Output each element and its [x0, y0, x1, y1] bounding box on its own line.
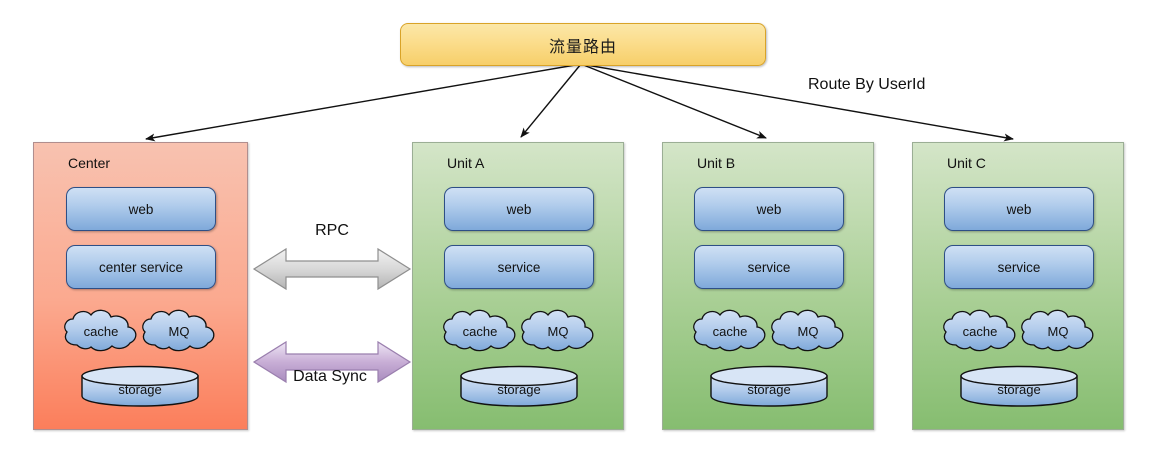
node-mq-label: MQ [168, 323, 190, 339]
cloud-icon [693, 309, 766, 352]
node-service[interactable]: service [694, 245, 844, 289]
region-title: Center [68, 155, 111, 171]
cloud-icon [142, 309, 215, 352]
node-cache-cloud[interactable]: cache [689, 306, 771, 356]
database-cylinder-icon [710, 365, 828, 407]
traffic-router-label: 流量路由 [548, 38, 617, 56]
node-storage-label: storage [747, 381, 791, 397]
cloud-icon [771, 309, 844, 352]
node-service[interactable]: center service [66, 245, 216, 289]
node-cache-label: cache [83, 323, 119, 339]
cloud-icon [443, 309, 516, 352]
node-mq-cloud[interactable]: MQ [1017, 306, 1099, 356]
node-web-label: web [756, 201, 782, 217]
node-cache-label: cache [712, 323, 748, 339]
node-cache-label: cache [962, 323, 998, 339]
node-service-label: service [997, 259, 1041, 275]
node-mq-cloud[interactable]: MQ [517, 306, 599, 356]
arrow-to-center [145, 63, 582, 142]
rpc-bidirectional-arrow[interactable] [252, 245, 412, 293]
arrow-to-unit-a [520, 63, 582, 138]
node-service-label: center service [98, 259, 184, 275]
node-web[interactable]: web [694, 187, 844, 231]
arrow-to-unit-c [580, 63, 1014, 142]
node-web-label: web [128, 201, 154, 217]
node-storage-label: storage [118, 381, 162, 397]
node-service-label: service [497, 259, 541, 275]
node-storage-cylinder[interactable]: storage [80, 365, 200, 407]
node-cache-cloud[interactable]: cache [60, 306, 142, 356]
node-service[interactable]: service [944, 245, 1094, 289]
node-storage-label: storage [497, 381, 541, 397]
region-panel-center[interactable]: Center web center service cache MQ stora… [33, 142, 248, 430]
node-cache-label: cache [462, 323, 498, 339]
node-web-label: web [1006, 201, 1032, 217]
data-sync-bidirectional-arrow[interactable] [252, 338, 412, 386]
region-title: Unit A [447, 155, 485, 171]
region-panel-unit-b[interactable]: Unit B web service cache MQ storage [662, 142, 874, 430]
cloud-icon [64, 309, 137, 352]
rpc-label: RPC [315, 222, 349, 239]
node-mq-label: MQ [797, 323, 819, 339]
node-service[interactable]: service [444, 245, 594, 289]
cloud-icon [1021, 309, 1094, 352]
arrow-to-unit-b [580, 63, 767, 139]
node-service-label: service [747, 259, 791, 275]
node-cache-cloud[interactable]: cache [439, 306, 521, 356]
node-web[interactable]: web [66, 187, 216, 231]
node-cache-cloud[interactable]: cache [939, 306, 1021, 356]
database-cylinder-icon [460, 365, 578, 407]
data-sync-label: Data Sync [293, 368, 367, 385]
cloud-icon [521, 309, 594, 352]
route-by-userid-label: Route By UserId [808, 76, 926, 93]
region-panel-unit-a[interactable]: Unit A web service cache MQ storage [412, 142, 624, 430]
node-web[interactable]: web [944, 187, 1094, 231]
region-title: Unit B [697, 155, 736, 171]
region-panel-unit-c[interactable]: Unit C web service cache MQ storage [912, 142, 1124, 430]
node-mq-cloud[interactable]: MQ [767, 306, 849, 356]
node-mq-cloud[interactable]: MQ [138, 306, 220, 356]
node-web-label: web [506, 201, 532, 217]
node-mq-label: MQ [1047, 323, 1069, 339]
database-cylinder-icon [960, 365, 1078, 407]
node-storage-cylinder[interactable]: storage [959, 365, 1079, 407]
region-title: Unit C [947, 155, 986, 171]
node-web[interactable]: web [444, 187, 594, 231]
node-storage-label: storage [997, 381, 1041, 397]
node-mq-label: MQ [547, 323, 569, 339]
database-cylinder-icon [81, 365, 199, 407]
node-storage-cylinder[interactable]: storage [459, 365, 579, 407]
traffic-router-box[interactable]: 流量路由 [400, 23, 766, 66]
cloud-icon [943, 309, 1016, 352]
node-storage-cylinder[interactable]: storage [709, 365, 829, 407]
